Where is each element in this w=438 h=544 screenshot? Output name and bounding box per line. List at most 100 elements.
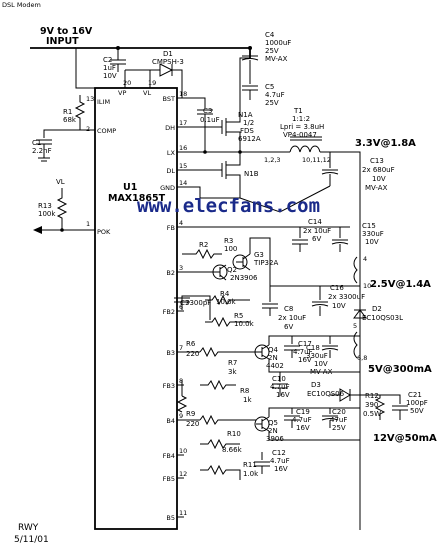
q5-part: 3906 xyxy=(266,435,284,443)
d1-ref: D1 xyxy=(163,50,173,58)
t1-pins-a: 1,2,3 xyxy=(264,156,281,164)
c15-volt: 10V xyxy=(365,238,379,246)
capacitor-c4: C4 1000uF 25V MV-AX xyxy=(241,31,291,72)
r12-val: 390 xyxy=(365,401,378,409)
r8-ref: R8 xyxy=(240,387,249,395)
c19-ref: C19 xyxy=(296,408,310,416)
capacitor-c3: C3 0.1uF xyxy=(182,97,220,152)
r10-ref: R10 xyxy=(227,430,241,438)
c21-val: 100pF xyxy=(406,399,428,407)
r12-watt: 0.5W xyxy=(363,410,381,418)
t1-pins-b: 10,11,12 xyxy=(302,156,331,164)
pin-name-vp: VP xyxy=(118,89,126,97)
r2-ref: R2 xyxy=(199,241,208,249)
pin-num-dl: 15 xyxy=(179,162,187,170)
c20-val: 47uF xyxy=(330,416,347,424)
t1-ratio: 1:1:2 xyxy=(292,115,310,123)
c16-ref: C16 xyxy=(330,284,344,292)
c3-val: 0.1uF xyxy=(200,116,220,124)
transformer-t1: T1 1:1:2 Lpri = 3.8uH VP4-0047 1,2,3 10,… xyxy=(264,107,361,530)
pin-num-b3: 7 xyxy=(179,344,183,352)
q4-ref: Q4 xyxy=(268,346,279,354)
c2-volt: 10V xyxy=(103,72,117,80)
n1b-ref: N1B xyxy=(244,170,259,178)
d3-ref: D3 xyxy=(311,381,321,389)
c8-ref: C8 xyxy=(284,305,293,313)
pin-name-fb2: FB2 xyxy=(163,308,175,316)
pin-name-b3: B3 xyxy=(166,349,175,357)
r10-val: 8.66k xyxy=(222,446,243,454)
mosfet-n1b: N1B xyxy=(182,152,259,199)
rail-3v3-label: 3.3V@1.8A xyxy=(355,138,416,149)
t1-part: VP4-0047 xyxy=(283,131,317,139)
pin-name-pok: POK xyxy=(97,228,111,236)
c18-volt: 10V xyxy=(314,360,328,368)
c5-val: 4.7uF xyxy=(265,91,285,99)
ic-right-pins: 18BST17DH16LX15DL14GND4FB3B26FB27B38FB39… xyxy=(160,90,187,522)
d3-part: EC10QS06 xyxy=(307,390,345,398)
c18-ref: C18 xyxy=(306,344,320,352)
pin-num-pok: 1 xyxy=(86,220,90,228)
c5-volt: 25V xyxy=(265,99,279,107)
header-caption: DSL Modem xyxy=(2,1,41,9)
r7-val: 3k xyxy=(228,368,237,376)
pin-num-comp: 2 xyxy=(86,125,90,133)
r9-val: 220 xyxy=(186,420,199,428)
c17-val: 4.7uF xyxy=(293,348,313,356)
pin-name-bst: BST xyxy=(163,95,175,103)
c20-volt: 25V xyxy=(332,424,346,432)
c13-ref: C13 xyxy=(370,157,384,165)
input-rail xyxy=(30,46,252,89)
q4-part: 4402 xyxy=(266,362,284,370)
c13-type: MV-AX xyxy=(365,184,388,192)
ic-u1: U1 MAX1865T 20 VP 19 VL 13 ILIM 2 COMP 1… xyxy=(86,70,178,530)
pin-name-b2: B2 xyxy=(166,269,175,277)
q5-pre: 2N xyxy=(268,427,278,435)
diode-d2: D2 EC10QS03L 5 6,8 xyxy=(353,300,403,362)
pin-num-vp: 20 xyxy=(123,79,131,87)
c3-ref: C3 xyxy=(203,107,212,115)
lx-node xyxy=(182,150,290,154)
pin-name-fb5: FB5 xyxy=(163,475,175,483)
c19-val: 4.7uF xyxy=(292,416,312,424)
ic-part: MAX1865T xyxy=(108,193,166,204)
resistor-r1: R1 68k xyxy=(43,95,95,138)
pin-num-ilim: 13 xyxy=(86,95,94,103)
c17-ref: C17 xyxy=(298,340,312,348)
pin-num-fb4: 10 xyxy=(179,447,187,455)
q2-ref: Q2 xyxy=(227,266,237,274)
c1-ref: C1 xyxy=(32,139,41,147)
c17-volt: 16V xyxy=(298,356,312,364)
c12-val: 4.7uF xyxy=(270,457,290,465)
r1-ref: R1 xyxy=(63,108,72,116)
r5-ref: R5 xyxy=(234,312,243,320)
resistor-r13: VL R13 100k xyxy=(33,178,95,234)
g3-part: TIP32A xyxy=(253,259,278,267)
d2-part: EC10QS03L xyxy=(362,314,403,322)
c8-volt: 6V xyxy=(284,323,293,331)
pin-name-gnd: GND xyxy=(160,184,175,192)
c21-volt: 50V xyxy=(410,407,424,415)
c14-volt: 6V xyxy=(312,235,321,243)
c5-ref: C5 xyxy=(265,83,274,91)
t1-pin-4: 4 xyxy=(363,255,367,263)
section-5v: R6 220 Q4 2N 4402 R7 3k C17 4.7uF 16V C1… xyxy=(176,335,432,413)
pin-num-fb5: 12 xyxy=(179,470,187,478)
r5-val: 10.0k xyxy=(234,320,255,328)
pin-num-b5: 11 xyxy=(179,509,187,517)
c4-type: MV-AX xyxy=(265,55,288,63)
c10-volt: 16V xyxy=(276,391,290,399)
pin-num-b4: 9 xyxy=(179,412,183,420)
diode-d1: D1 CMPSH-3 xyxy=(150,50,184,98)
c8-val: 2x 10uF xyxy=(278,314,306,322)
c12-ref: C12 xyxy=(272,449,286,457)
pin-num-vl: 19 xyxy=(148,79,156,87)
section-2v5: C14 2x 10uF 6V C15 330uF 10V R3 100 R2 G… xyxy=(174,218,431,331)
q2-part: 2N3906 xyxy=(230,274,258,282)
t1-lpri: Lpri = 3.8uH xyxy=(280,123,324,131)
r1-val: 68k xyxy=(63,116,77,124)
c7-val: 3300pF xyxy=(185,299,211,307)
q4-pre: 2N xyxy=(268,354,278,362)
c14-val: 2x 10uF xyxy=(303,227,331,235)
pin-name-fb: FB xyxy=(167,224,175,232)
